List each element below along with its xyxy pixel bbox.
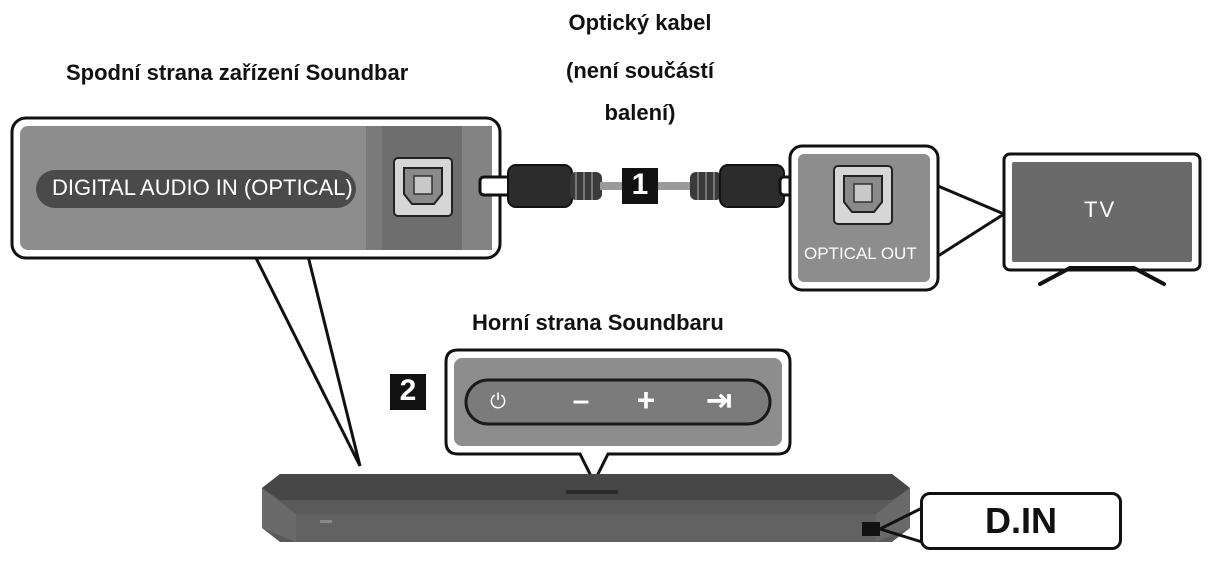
soundbar-top-panel — [444, 348, 792, 486]
optical-cable-label-line3: balení) — [604, 100, 676, 125]
bottom-side-label: Spodní strana zařízení Soundbar — [66, 60, 409, 85]
optical-cable-label-line1: Optický kabel — [568, 10, 712, 35]
top-side-label: Horní strana Soundbaru — [472, 310, 724, 335]
callout-line-left — [253, 255, 362, 467]
power-button-icon[interactable]: ⏻ — [490, 391, 506, 413]
source-button-icon[interactable]: ⇥ — [705, 382, 733, 418]
digital-audio-in-label: DIGITAL AUDIO IN (OPTICAL) — [52, 175, 353, 200]
soundbar-device — [262, 474, 910, 542]
tv-optical-out-panel — [788, 144, 940, 292]
callout-line-right — [306, 255, 362, 467]
optical-out-label: OPTICAL OUT — [804, 244, 917, 263]
tv-icon — [1002, 152, 1202, 286]
soundbar-underside-panel — [10, 116, 502, 260]
volume-up-button-icon[interactable]: + — [636, 382, 656, 418]
step-1-badge: 1 — [622, 168, 658, 204]
display-mode-din: D.IN — [920, 492, 1122, 550]
step-2-badge: 2 — [390, 374, 426, 410]
tv-label: TV — [1084, 197, 1117, 222]
optical-cable — [478, 164, 816, 208]
volume-down-button-icon[interactable]: – — [572, 384, 590, 417]
optical-cable-label-line2: (není součástí — [566, 58, 714, 83]
